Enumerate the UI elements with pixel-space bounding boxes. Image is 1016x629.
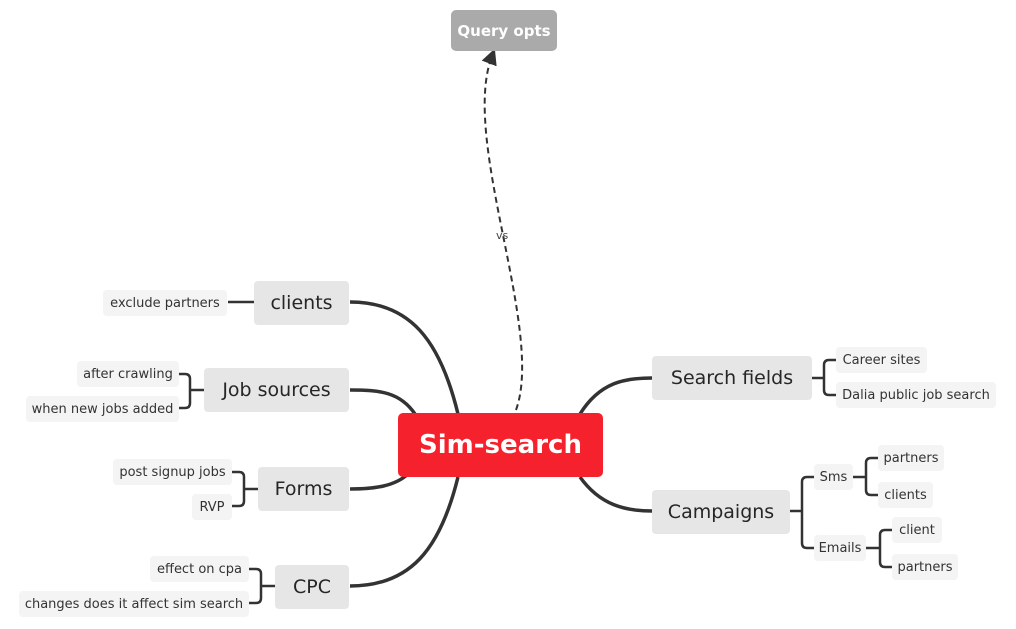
leaf-emails-client-label: client	[899, 522, 935, 538]
branch-cpc[interactable]: CPC	[275, 565, 349, 609]
leaf-when-new-jobs-added-label: when new jobs added	[31, 401, 174, 417]
connector-campaigns-children	[790, 475, 814, 550]
leaf-after-crawling[interactable]: after crawling	[77, 361, 179, 387]
connector-emails-children	[866, 528, 892, 569]
leaf-sms-partners[interactable]: partners	[878, 445, 944, 471]
connector-root-to-cpc	[349, 476, 460, 588]
query-opts-node[interactable]: Query opts	[451, 10, 557, 51]
connector-root-to-clients	[349, 300, 460, 415]
leaf-emails-partners-label: partners	[897, 559, 953, 575]
connector-forms-children	[232, 470, 258, 508]
leaf-exclude-partners-label: exclude partners	[110, 295, 220, 311]
relation-label-vs: vs	[496, 229, 509, 242]
branch-job-sources-label: Job sources	[222, 379, 331, 401]
root-node-label: Sim-search	[419, 430, 582, 460]
branch-campaigns-label: Campaigns	[667, 501, 775, 523]
root-node[interactable]: Sim-search	[398, 413, 603, 477]
leaf-effect-on-cpa[interactable]: effect on cpa	[150, 556, 249, 582]
branch-search-fields[interactable]: Search fields	[652, 356, 812, 400]
connector-root-to-forms	[349, 472, 410, 491]
leaf-sms-partners-label: partners	[883, 450, 939, 466]
leaf-rvp[interactable]: RVP	[192, 494, 232, 520]
sub-branch-emails[interactable]: Emails	[814, 535, 866, 561]
leaf-emails-client[interactable]: client	[892, 517, 942, 543]
leaf-sms-clients[interactable]: clients	[878, 482, 933, 508]
leaf-after-crawling-label: after crawling	[83, 366, 173, 382]
query-opts-label: Query opts	[457, 21, 551, 40]
connector-cpc-children	[248, 567, 275, 605]
connector-job-sources-children	[179, 372, 204, 410]
leaf-sms-clients-label: clients	[884, 487, 927, 503]
leaf-career-sites[interactable]: Career sites	[836, 347, 927, 373]
branch-campaigns[interactable]: Campaigns	[652, 490, 790, 534]
sub-branch-sms[interactable]: Sms	[814, 464, 853, 490]
branch-job-sources[interactable]: Job sources	[204, 368, 349, 412]
connector-sms-children	[853, 456, 878, 497]
branch-forms-label: Forms	[274, 478, 333, 500]
connector-root-to-search-fields	[578, 376, 653, 415]
leaf-when-new-jobs-added[interactable]: when new jobs added	[26, 396, 179, 422]
leaf-post-signup-jobs[interactable]: post signup jobs	[113, 459, 232, 485]
connector-search-fields-children	[812, 358, 836, 397]
leaf-emails-partners[interactable]: partners	[892, 554, 958, 580]
branch-clients-label: clients	[270, 292, 333, 314]
leaf-career-sites-label: Career sites	[842, 352, 921, 368]
branch-forms[interactable]: Forms	[258, 467, 349, 511]
leaf-changes-affect-sim-search[interactable]: changes does it affect sim search	[19, 591, 249, 617]
leaf-post-signup-jobs-label: post signup jobs	[119, 464, 226, 480]
connector-root-to-job-sources	[349, 388, 417, 416]
leaf-dalia-public-job-search[interactable]: Dalia public job search	[836, 382, 996, 408]
branch-clients[interactable]: clients	[254, 281, 349, 325]
leaf-exclude-partners[interactable]: exclude partners	[103, 290, 227, 316]
branch-cpc-label: CPC	[293, 576, 331, 598]
leaf-effect-on-cpa-label: effect on cpa	[156, 561, 243, 577]
branch-search-fields-label: Search fields	[670, 367, 794, 389]
leaf-rvp-label: RVP	[199, 499, 225, 515]
leaf-changes-affect-sim-search-label: changes does it affect sim search	[24, 596, 244, 612]
leaf-dalia-public-job-search-label: Dalia public job search	[842, 387, 990, 403]
sub-branch-emails-label: Emails	[818, 540, 862, 556]
connector-root-to-campaigns	[578, 475, 653, 513]
sub-branch-sms-label: Sms	[819, 469, 848, 485]
